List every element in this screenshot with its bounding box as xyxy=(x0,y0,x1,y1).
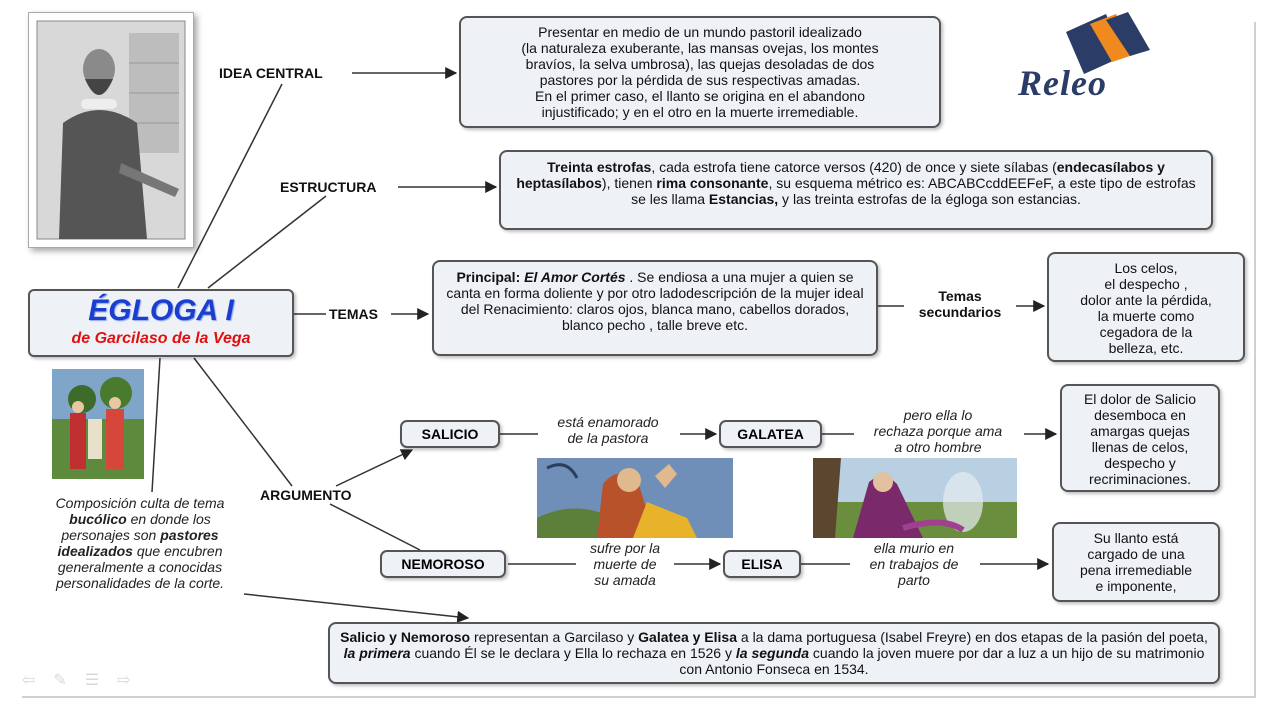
nemoroso-llanto-line: cargado de una xyxy=(1087,546,1185,562)
bottom-text: cuando Él se le declara y Ella lo rechaz… xyxy=(410,645,736,661)
slide-navigation: ⇦✎☰⇨ xyxy=(22,670,149,690)
salicio-dolor-line: despecho y xyxy=(1104,455,1176,471)
link-murio-line: ella murio en xyxy=(873,540,955,556)
salicio-dolor-line: desemboca en xyxy=(1094,407,1186,423)
link-murio-line: parto xyxy=(898,572,930,588)
branch-idea-central: IDEA CENTRAL xyxy=(219,65,323,81)
secundarios-line: el despecho , xyxy=(1104,276,1188,292)
bottom-text: a la dama portuguesa (Isabel Freyre) en … xyxy=(737,629,1208,645)
salicio-dolor-line: recriminaciones. xyxy=(1089,471,1191,487)
prev-arrow-icon[interactable]: ⇦ xyxy=(22,672,54,689)
branch-argumento: ARGUMENTO xyxy=(260,487,352,503)
bottom-bold: Galatea y Elisa xyxy=(638,629,737,645)
composicion-text: que encubren generalmente a conocidas pe… xyxy=(55,543,225,591)
secundarios-line: Los celos, xyxy=(1114,260,1178,276)
link-enamorado: está enamorado de la pastora xyxy=(534,414,682,446)
estructura-bold: Estancias, xyxy=(708,191,779,207)
composicion-text: en donde los personajes son xyxy=(61,511,211,543)
bottom-bold: Salicio y Nemoroso xyxy=(340,629,471,645)
idea-line: pastores por la pérdida de sus respectiv… xyxy=(539,72,861,88)
temas-bold-italic: El Amor Cortés xyxy=(524,269,626,285)
idea-line: bravíos, la selva umbrosa), las quejas d… xyxy=(525,56,875,72)
bottom-text: cuando la joven muere por dar a luz a un… xyxy=(679,645,1205,677)
garcilaso-portrait xyxy=(28,12,194,248)
estructura-text: , su esquema métrico es: ABCABCcddEEFeF,… xyxy=(631,175,1196,207)
node-salicio: SALICIO xyxy=(400,420,500,448)
bottom-bold-italic: la primera xyxy=(343,645,411,661)
link-rechaza-line: a otro hombre xyxy=(894,439,982,455)
estructura-text: y las treinta estrofas de la égloga son … xyxy=(778,191,1081,207)
pen-icon[interactable]: ✎ xyxy=(53,672,85,689)
node-elisa: ELISA xyxy=(723,550,801,578)
idea-central-box: Presentar en medio de un mundo pastoril … xyxy=(459,16,941,128)
estructura-box: Treinta estrofas, cada estrofa tiene cat… xyxy=(499,150,1213,230)
nemoroso-llanto-line: Su llanto está xyxy=(1093,530,1179,546)
link-rechaza-line: rechaza porque ama xyxy=(873,423,1003,439)
secundarios-line: dolor ante la pérdida, xyxy=(1080,292,1212,308)
galatea-illustration xyxy=(813,458,1017,538)
estructura-bold: Treinta estrofas xyxy=(547,159,652,175)
secundarios-line: belleza, etc. xyxy=(1108,340,1184,356)
link-rechaza: pero ella lo rechaza porque ama a otro h… xyxy=(852,407,1024,455)
node-galatea: GALATEA xyxy=(719,420,822,448)
idea-line: Presentar en medio de un mundo pastoril … xyxy=(538,24,862,40)
link-sufre-line: sufre por la xyxy=(589,540,661,556)
estructura-bold: endecasílabos y heptasílabos xyxy=(516,159,1165,191)
bottom-bold-italic: la segunda xyxy=(735,645,810,661)
composicion-text: Composición culta de tema xyxy=(55,495,225,511)
nemoroso-llanto-line: e imponente, xyxy=(1095,578,1177,594)
idea-line: En el primer caso, el llanto se origina … xyxy=(535,88,865,104)
title-box: ÉGLOGA I de Garcilaso de la Vega xyxy=(28,289,294,357)
next-arrow-icon[interactable]: ⇨ xyxy=(117,672,149,689)
composicion-bold: pastores idealizados xyxy=(57,527,219,559)
temas-text: . Se endiosa a una mujer a quien se cant… xyxy=(446,269,864,333)
releo-logo-text: Releo xyxy=(1018,63,1107,103)
link-murio: ella murio en en trabajos de parto xyxy=(846,540,982,588)
branch-estructura: ESTRUCTURA xyxy=(280,179,377,195)
salicio-dolor-box: El dolor de Salicio desemboca en amargas… xyxy=(1060,384,1220,492)
link-enamorado-line: de la pastora xyxy=(567,430,649,446)
nemoroso-llanto-box: Su llanto está cargado de una pena irrem… xyxy=(1052,522,1220,602)
salicio-dolor-line: El dolor de Salicio xyxy=(1083,391,1197,407)
branch-temas: TEMAS xyxy=(329,306,378,322)
estructura-text: , cada estrofa tiene catorce versos (420… xyxy=(651,159,1057,175)
nemoroso-llanto-line: pena irremediable xyxy=(1079,562,1193,578)
estructura-bold: rima consonante xyxy=(656,175,769,191)
bottom-text: representan a Garcilaso y xyxy=(470,629,639,645)
releo-logo: Releo xyxy=(1010,10,1160,103)
temas-bold: Principal: xyxy=(456,269,525,285)
link-murio-line: en trabajos de xyxy=(869,556,959,572)
temas-box: Principal: El Amor Cortés . Se endiosa a… xyxy=(432,260,878,356)
temas-secundarios-box: Los celos, el despecho , dolor ante la p… xyxy=(1047,252,1245,362)
salicio-dolor-line: amargas quejas xyxy=(1090,423,1190,439)
link-sufre-line: muerte de xyxy=(593,556,657,572)
secundarios-line: cegadora de la xyxy=(1099,324,1193,340)
representacion-box: Salicio y Nemoroso representan a Garcila… xyxy=(328,622,1220,684)
idea-line: (la naturaleza exuberante, las mansas ov… xyxy=(521,40,879,56)
composicion-note: Composición culta de tema bucólico en do… xyxy=(44,495,236,591)
menu-icon[interactable]: ☰ xyxy=(84,672,118,689)
idea-line: injustificado; y en el otro en la muerte… xyxy=(541,104,859,120)
title-main: ÉGLOGA I xyxy=(88,294,234,327)
link-enamorado-line: está enamorado xyxy=(557,414,659,430)
link-sufre: sufre por la muerte de su amada xyxy=(572,540,678,588)
branch-temas-secundarios: Temas secundarios xyxy=(918,288,1002,320)
link-sufre-line: su amada xyxy=(594,572,656,588)
title-sub: de Garcilaso de la Vega xyxy=(71,330,251,347)
salicio-dolor-line: llenas de celos, xyxy=(1091,439,1189,455)
salicio-illustration xyxy=(537,458,733,538)
composicion-bold: bucólico xyxy=(69,511,127,527)
secundarios-line: la muerte como xyxy=(1097,308,1195,324)
pastoral-illustration xyxy=(52,369,144,479)
link-rechaza-line: pero ella lo xyxy=(903,407,973,423)
estructura-text: ), tienen xyxy=(601,175,657,191)
node-nemoroso: NEMOROSO xyxy=(380,550,506,578)
